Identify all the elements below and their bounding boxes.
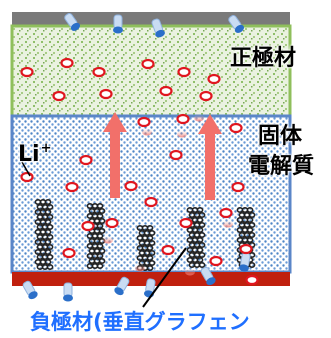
lithium-ion <box>65 181 79 193</box>
ion-trail <box>223 220 233 228</box>
cathode-layer <box>10 24 292 118</box>
graphene-stack <box>186 207 206 268</box>
electron <box>151 18 165 38</box>
lithium-ion <box>179 217 193 229</box>
lithium-ion <box>199 90 213 102</box>
li-ion-label: Li+ <box>18 142 51 166</box>
graphene-stack <box>34 199 54 270</box>
lithium-ion <box>20 66 34 78</box>
electron <box>64 13 81 31</box>
solid-electrolyte-label-line1: 固体 <box>258 124 303 149</box>
ion-trail <box>103 236 113 244</box>
ion-trail <box>185 268 195 276</box>
electrons <box>22 13 251 302</box>
ion-migration-arrows <box>103 112 222 200</box>
lithium-ion <box>60 57 74 69</box>
ion-trail <box>194 114 204 122</box>
electron <box>238 252 251 272</box>
electron <box>143 278 156 298</box>
lithium-ion <box>99 88 113 100</box>
lithium-ion <box>92 66 106 78</box>
graphene-stacks <box>34 199 256 271</box>
ion-trail <box>135 264 145 272</box>
lithium-ion <box>81 220 95 232</box>
electron <box>228 15 245 33</box>
electron <box>63 282 73 302</box>
lithium-ion <box>52 90 66 102</box>
lithium-ion <box>161 244 175 256</box>
lithium-ion <box>62 247 76 259</box>
ion-trail <box>142 128 152 136</box>
lithium-ion <box>229 122 243 134</box>
top-current-collector <box>12 12 290 26</box>
lithium-ions <box>20 57 259 286</box>
lithium-ion <box>231 181 245 193</box>
lithium-ion <box>209 255 223 267</box>
solid-electrolyte-label-line2: 電解質 <box>248 154 315 179</box>
cathode-label: 正極材 <box>230 46 297 71</box>
graphene-stack <box>136 225 156 271</box>
lithium-ion <box>245 274 259 286</box>
electron <box>114 276 130 296</box>
lithium-ion <box>239 243 253 255</box>
li-pointer-line <box>21 161 31 177</box>
lithium-ion <box>219 207 233 219</box>
anode-pointer-line <box>142 247 187 308</box>
electron <box>22 280 38 300</box>
li-ion-charge: + <box>40 141 52 156</box>
lithium-ion <box>105 217 119 229</box>
lithium-ion <box>177 66 191 78</box>
lithium-ion <box>144 196 158 208</box>
lithium-ion <box>207 73 221 85</box>
lithium-ion <box>20 171 34 183</box>
lithium-ion <box>169 149 183 161</box>
electron <box>200 266 216 286</box>
ion-trail <box>177 130 187 138</box>
anode-label: 負極材(垂直グラフェン <box>30 310 250 334</box>
lithium-ion <box>124 180 138 192</box>
lithium-ion <box>159 85 173 97</box>
li-ion-text: Li <box>18 142 40 167</box>
lithium-ion <box>141 58 155 70</box>
electron <box>113 14 123 34</box>
lithium-ion <box>137 116 151 128</box>
lithium-ion <box>79 154 93 166</box>
lithium-ion <box>176 113 190 125</box>
